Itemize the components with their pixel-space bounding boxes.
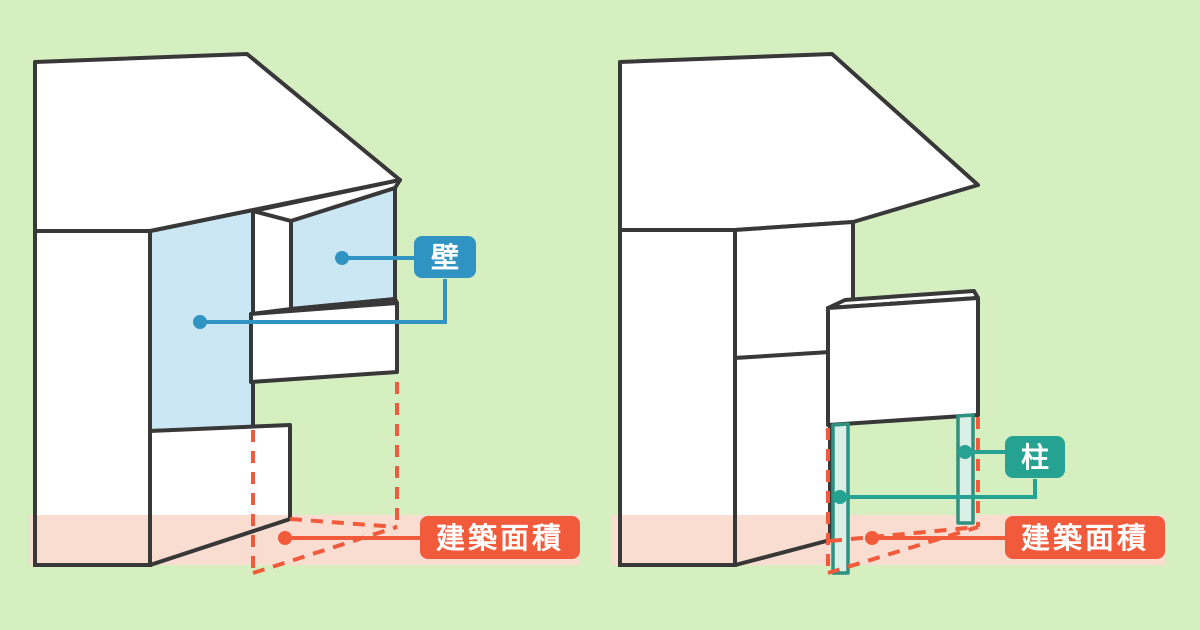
wall-leader-dot-1 [335, 251, 349, 265]
right-dashed-ground-back [829, 525, 979, 543]
wall-badge [414, 236, 476, 278]
wall-leader-dot-2 [193, 315, 207, 329]
wall-leader-line-2 [200, 279, 447, 324]
left-building-area-badge [420, 516, 580, 559]
left-balcony-front [249, 301, 399, 384]
right-area-leader-dot [865, 531, 879, 545]
left-dashed-ground-back [289, 517, 398, 529]
right-house-diagram [618, 52, 980, 575]
right-building-area-callout: 建築面積 [865, 516, 1165, 559]
left-front-wall-ground-tint [35, 515, 150, 565]
left-building-area-label: 建築面積 [436, 521, 564, 555]
right-building-area-label: 建築面積 [1021, 521, 1149, 555]
left-house-diagram [33, 52, 402, 575]
pillar-leader-line-2 [840, 479, 1037, 499]
left-front-wall [33, 229, 152, 567]
right-front-wall [618, 228, 737, 567]
pillar-badge [1005, 436, 1065, 478]
right-front-wall-ground-tint [620, 515, 735, 565]
left-ground-outlines [33, 513, 292, 567]
right-pillar-right [956, 413, 975, 525]
wall-badge-label: 壁 [431, 241, 459, 274]
left-wall-callout: 壁 [193, 236, 476, 329]
left-dashed-ground-front [252, 525, 398, 575]
right-balcony-front [826, 296, 980, 427]
pillar-leader-dot-2 [833, 490, 847, 504]
left-area-leader-dot [278, 531, 292, 545]
right-building-area-badge [1005, 516, 1165, 559]
pillar-leader-dot-1 [958, 445, 972, 459]
left-building-area-callout: 建築面積 [278, 516, 580, 559]
pillar-badge-label: 柱 [1021, 441, 1049, 474]
right-side-wall-ground-tint [735, 515, 830, 565]
left-recess-inner-wall [251, 209, 293, 319]
right-dashed-ground-front [827, 525, 979, 575]
right-pillar-callout: 柱 [833, 436, 1065, 504]
